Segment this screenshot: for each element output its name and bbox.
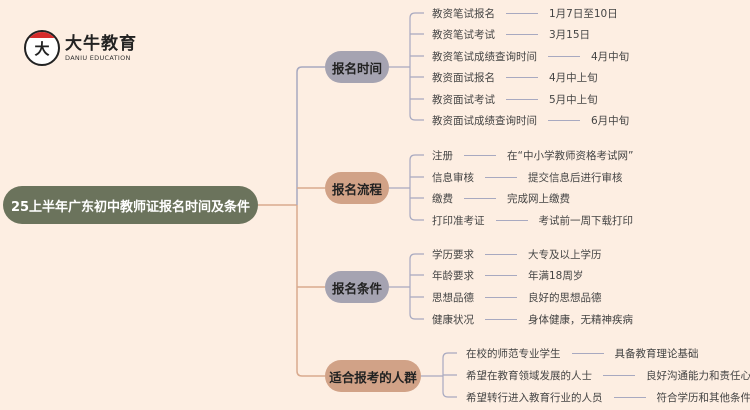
leaf-label: 希望在教育领域发展的人士 [466, 369, 592, 382]
leaf-value: 考试前一周下载打印 [538, 214, 634, 227]
leaf-row: 希望在教育领域发展的人士 良好沟通能力和责任心 [466, 367, 750, 383]
branch-registration-conditions: 报名条件 [325, 271, 389, 303]
leaf-label: 学历要求 [432, 248, 474, 261]
leaf-row: 缴费 完成网上缴费 [432, 190, 570, 206]
leaf-label: 教资笔试成绩查询时间 [432, 50, 537, 63]
leaf-row: 年龄要求 年满18周岁 [432, 267, 583, 283]
leaf-row: 注册 在“中小学教师资格考试网” [432, 147, 633, 163]
leaf-label: 教资笔试报名 [432, 7, 495, 20]
leaf-label: 缴费 [432, 192, 453, 205]
leaf-label: 在校的师范专业学生 [466, 347, 561, 360]
leaf-value: 具备教育理论基础 [614, 347, 699, 360]
leaf-value: 4月中上旬 [549, 71, 598, 84]
leaf-row: 学历要求 大专及以上学历 [432, 246, 602, 262]
leaf-row: 教资面试成绩查询时间 6月中旬 [432, 112, 629, 128]
leaf-value: 1月7日至10日 [549, 7, 618, 20]
branch-target-groups: 适合报考的人群 [325, 360, 421, 392]
leaf-value: 完成网上缴费 [507, 192, 570, 205]
leaf-connector [464, 197, 496, 199]
leaf-connector [548, 55, 580, 57]
leaf-row: 教资面试报名 4月中上旬 [432, 69, 598, 85]
logo-name: 大牛教育 [65, 33, 137, 54]
leaf-value: 在“中小学教师资格考试网” [507, 149, 634, 162]
leaf-connector [506, 98, 538, 100]
leaf-row: 打印准考证 考试前一周下载打印 [432, 212, 633, 228]
leaf-connector [571, 352, 604, 354]
logo-subtitle: DANIU EDUCATION [65, 53, 131, 62]
leaf-value: 身体健康，无精神疾病 [528, 313, 633, 326]
leaf-label: 注册 [432, 149, 453, 162]
leaf-value: 5月中上旬 [549, 93, 598, 106]
leaf-connector [485, 318, 517, 320]
leaf-value: 年满18周岁 [528, 269, 584, 282]
leaf-value: 4月中旬 [591, 50, 630, 63]
leaf-connector [506, 33, 538, 35]
leaf-row: 教资笔试成绩查询时间 4月中旬 [432, 48, 629, 64]
leaf-label: 年龄要求 [432, 269, 474, 282]
leaf-connector [506, 76, 538, 78]
branch-registration-process: 报名流程 [325, 172, 389, 204]
leaf-value: 大专及以上学历 [528, 248, 602, 261]
leaf-label: 教资面试报名 [432, 71, 495, 84]
leaf-connector [603, 374, 635, 376]
leaf-connector [485, 274, 517, 276]
leaf-label: 打印准考证 [432, 214, 485, 227]
leaf-connector [613, 396, 646, 398]
leaf-value: 符合学历和其他条件 [656, 391, 750, 404]
leaf-value: 6月中旬 [591, 114, 630, 127]
leaf-row: 教资笔试考试 3月15日 [432, 26, 590, 42]
leaf-label: 思想品德 [432, 291, 474, 304]
leaf-value: 提交信息后进行审核 [528, 171, 623, 184]
leaf-row: 思想品德 良好的思想品德 [432, 289, 602, 305]
leaf-row: 信息审核 提交信息后进行审核 [432, 169, 623, 185]
leaf-label: 教资面试考试 [432, 93, 495, 106]
root-node: 25上半年广东初中教师证报名时间及条件 [3, 186, 258, 224]
leaf-value: 良好沟通能力和责任心 [646, 369, 750, 382]
leaf-connector [548, 119, 580, 121]
logo-icon: 大 [24, 30, 60, 66]
leaf-label: 教资面试成绩查询时间 [432, 114, 537, 127]
leaf-connector [464, 154, 496, 156]
leaf-value: 3月15日 [549, 28, 591, 41]
leaf-row: 健康状况 身体健康，无精神疾病 [432, 311, 633, 327]
leaf-connector [485, 296, 517, 298]
leaf-row: 在校的师范专业学生 具备教育理论基础 [466, 345, 699, 361]
leaf-label: 教资笔试考试 [432, 28, 495, 41]
leaf-row: 希望转行进入教育行业的人员 符合学历和其他条件 [466, 389, 750, 405]
leaf-connector [506, 12, 538, 14]
leaf-label: 希望转行进入教育行业的人员 [466, 391, 603, 404]
branch-registration-time: 报名时间 [325, 51, 389, 83]
leaf-label: 健康状况 [432, 313, 474, 326]
leaf-connector [485, 253, 517, 255]
leaf-label: 信息审核 [432, 171, 474, 184]
leaf-value: 良好的思想品德 [528, 291, 602, 304]
leaf-connector [485, 176, 517, 178]
leaf-row: 教资面试考试 5月中上旬 [432, 91, 598, 107]
leaf-row: 教资笔试报名 1月7日至10日 [432, 5, 618, 21]
leaf-connector [495, 219, 528, 221]
logo: 大 大牛教育 DANIU EDUCATION [24, 30, 137, 66]
